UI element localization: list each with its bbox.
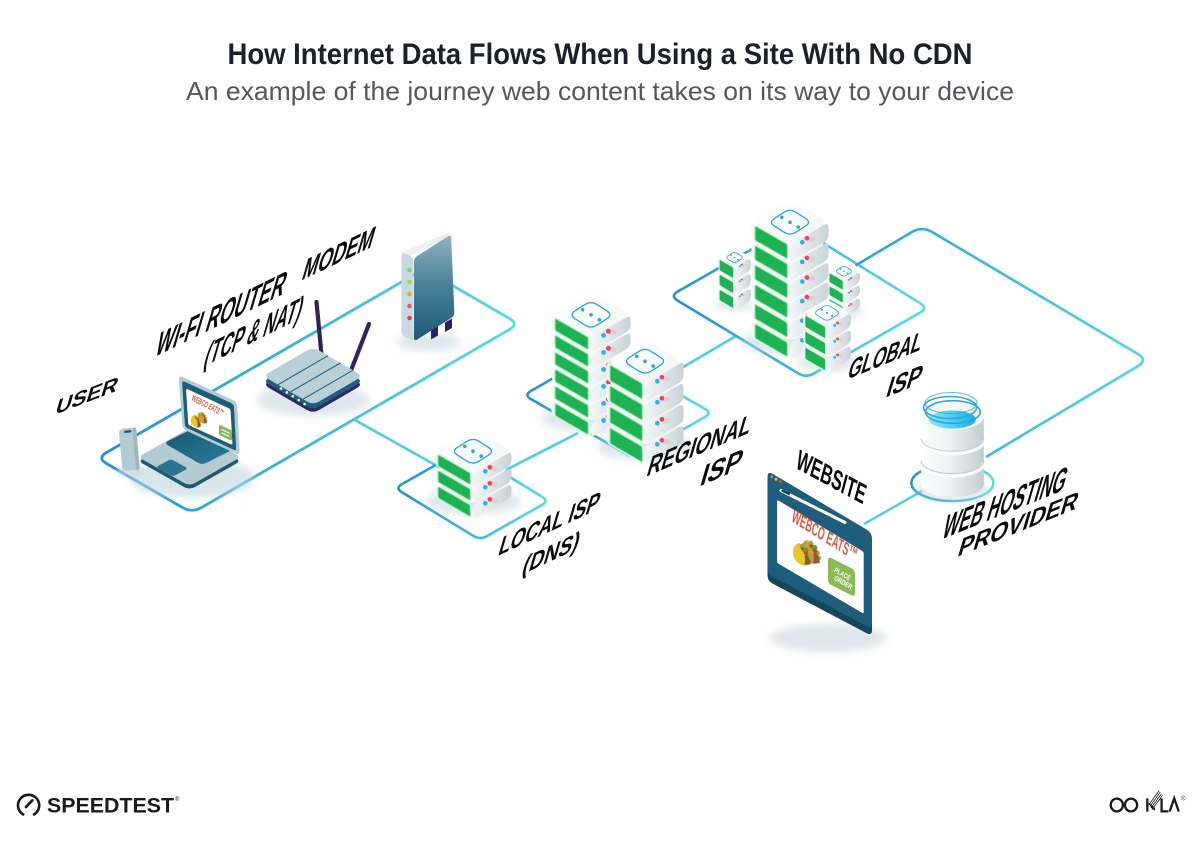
svg-text:How Internet Data Flows When U: How Internet Data Flows When Using a Sit… [228, 38, 973, 71]
svg-text:®: ® [1181, 795, 1186, 803]
svg-text:®: ® [175, 796, 180, 803]
svg-text:SPEEDTEST: SPEEDTEST [47, 794, 174, 818]
svg-text:An example of the journey web: An example of the journey web content ta… [186, 76, 1014, 106]
